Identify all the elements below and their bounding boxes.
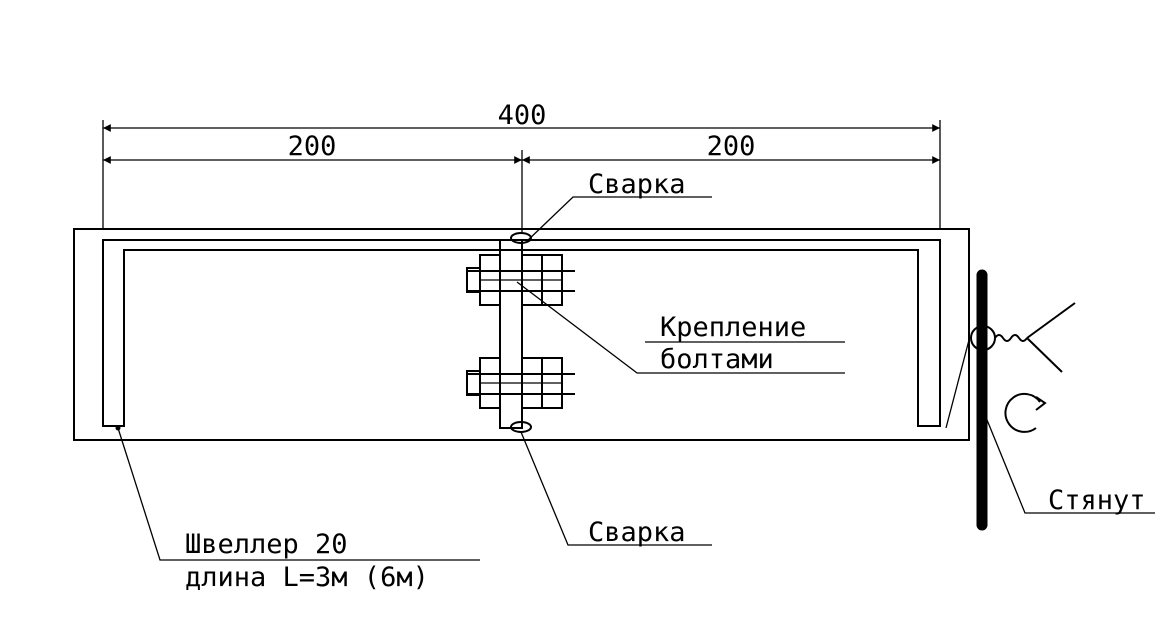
bolts-label-line2: болтами [660, 344, 774, 375]
channel-label-line1: Швеллер 20 [185, 529, 348, 560]
leader-weld-bottom: Сварка [520, 431, 712, 548]
leader-tie: Стянут [984, 414, 1155, 516]
weld-top-label: Сварка [588, 169, 686, 200]
bolt-bottom [466, 357, 575, 409]
channel-label-line2: длина L=3м (6м) [185, 562, 429, 593]
dimension-right: 200 [522, 131, 940, 164]
dimension-right-label: 200 [707, 131, 756, 162]
rotation-arrow-icon [1004, 392, 1047, 433]
center-plate [499, 239, 523, 429]
weld-bottom-label: Сварка [588, 517, 686, 548]
tie-label: Стянут [1048, 485, 1146, 516]
channel-profile [102, 239, 941, 427]
outer-frame [73, 228, 970, 441]
leader-bolts: Крепление болтами [516, 281, 845, 375]
leader-weld-top: Сварка [525, 169, 712, 243]
bolts-label-line1: Крепление [660, 312, 806, 343]
dimension-left-label: 200 [288, 131, 337, 162]
tie-wire [945, 302, 1076, 429]
leader-channel: Швеллер 20 длина L=3м (6м) [115, 425, 480, 593]
bolt-top [466, 254, 575, 306]
dimension-total-label: 400 [498, 100, 547, 131]
dimension-total: 400 [103, 100, 940, 132]
extension-lines [102, 120, 941, 232]
dimension-left: 200 [103, 131, 522, 164]
